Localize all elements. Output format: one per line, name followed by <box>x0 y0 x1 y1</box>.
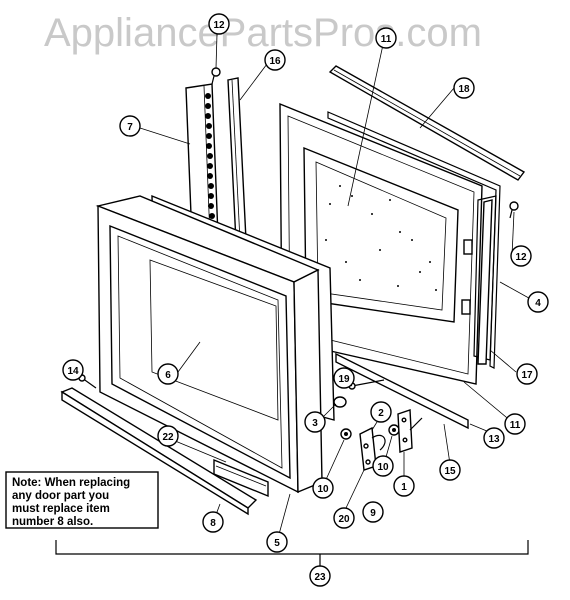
part-18-top-trim <box>328 65 526 181</box>
svg-text:23: 23 <box>314 572 326 583</box>
callout-1: 1 <box>393 475 415 497</box>
note-line-4: number 8 also. <box>12 516 93 528</box>
callout-14: 14 <box>62 359 84 381</box>
part-5-outer-door <box>95 194 335 494</box>
callout-23: 23 <box>309 565 331 587</box>
svg-text:2: 2 <box>378 408 384 419</box>
callout-4: 4 <box>527 291 549 313</box>
part-19-pin <box>348 379 385 390</box>
callout-3: 3 <box>304 411 326 433</box>
svg-text:4: 4 <box>535 298 541 309</box>
callout-11-bottom: 11 <box>504 413 526 435</box>
part-17-right-strip <box>477 199 493 365</box>
svg-text:14: 14 <box>67 366 79 377</box>
svg-text:8: 8 <box>210 518 216 529</box>
svg-text:13: 13 <box>488 434 500 445</box>
callout-12-top: 12 <box>208 13 230 35</box>
svg-text:15: 15 <box>444 466 456 477</box>
callout-17: 17 <box>516 363 538 385</box>
svg-text:19: 19 <box>338 374 350 385</box>
part-16-side-strip <box>227 77 247 243</box>
svg-text:9: 9 <box>370 508 376 519</box>
svg-text:22: 22 <box>162 432 174 443</box>
note-line-2: any door part you <box>12 490 109 502</box>
callout-5: 5 <box>266 531 288 553</box>
callout-10-right: 10 <box>372 455 394 477</box>
svg-text:20: 20 <box>338 514 350 525</box>
glass-texture <box>325 185 437 291</box>
svg-text:18: 18 <box>458 84 470 95</box>
part-6-outer-glass <box>149 259 279 421</box>
callout-22: 22 <box>157 425 179 447</box>
callout-8: 8 <box>202 511 224 533</box>
callout-15: 15 <box>439 459 461 481</box>
callout-20: 20 <box>333 507 355 529</box>
callout-10-left: 10 <box>312 477 334 499</box>
part-1-hinge-plate <box>397 409 423 453</box>
note-line-1: Note: When replacing <box>12 477 130 489</box>
callout-13: 13 <box>483 427 505 449</box>
callout-9: 9 <box>362 501 384 523</box>
callout-19: 19 <box>333 367 355 389</box>
part-22-handle-rail <box>213 458 269 498</box>
svg-text:12: 12 <box>213 20 225 31</box>
svg-text:12: 12 <box>515 252 527 263</box>
svg-text:3: 3 <box>312 418 318 429</box>
callout-11-top: 11 <box>375 27 397 49</box>
callout-16: 16 <box>264 49 286 71</box>
screw-12-right <box>509 201 519 219</box>
part-8-bottom-trim <box>60 387 258 516</box>
callout-7: 7 <box>119 115 141 137</box>
callout-12-right: 12 <box>510 245 532 267</box>
svg-text:17: 17 <box>521 370 533 381</box>
part-10-washer-left <box>340 428 352 440</box>
screw-12-top <box>211 67 221 85</box>
callout-6: 6 <box>157 363 179 385</box>
part-3-clip <box>333 396 347 408</box>
svg-text:6: 6 <box>165 370 171 381</box>
watermark: AppliancePartsPros.com <box>44 11 482 55</box>
svg-text:16: 16 <box>269 56 281 67</box>
part-4-door-seal <box>327 111 501 369</box>
callout-2: 2 <box>370 401 392 423</box>
svg-text:1: 1 <box>401 482 407 493</box>
replacement-note: Note: When replacing any door part you m… <box>5 471 159 529</box>
svg-text:11: 11 <box>510 420 521 431</box>
svg-text:11: 11 <box>381 34 392 45</box>
svg-text:10: 10 <box>317 484 329 495</box>
svg-text:7: 7 <box>127 122 133 133</box>
callout-18: 18 <box>453 77 475 99</box>
svg-text:10: 10 <box>377 462 389 473</box>
svg-text:5: 5 <box>274 538 280 549</box>
screw-14 <box>78 374 97 389</box>
part-10-washer-right <box>388 424 400 436</box>
part-15-bottom-rail <box>335 352 469 430</box>
note-line-3: must replace item <box>12 503 110 515</box>
